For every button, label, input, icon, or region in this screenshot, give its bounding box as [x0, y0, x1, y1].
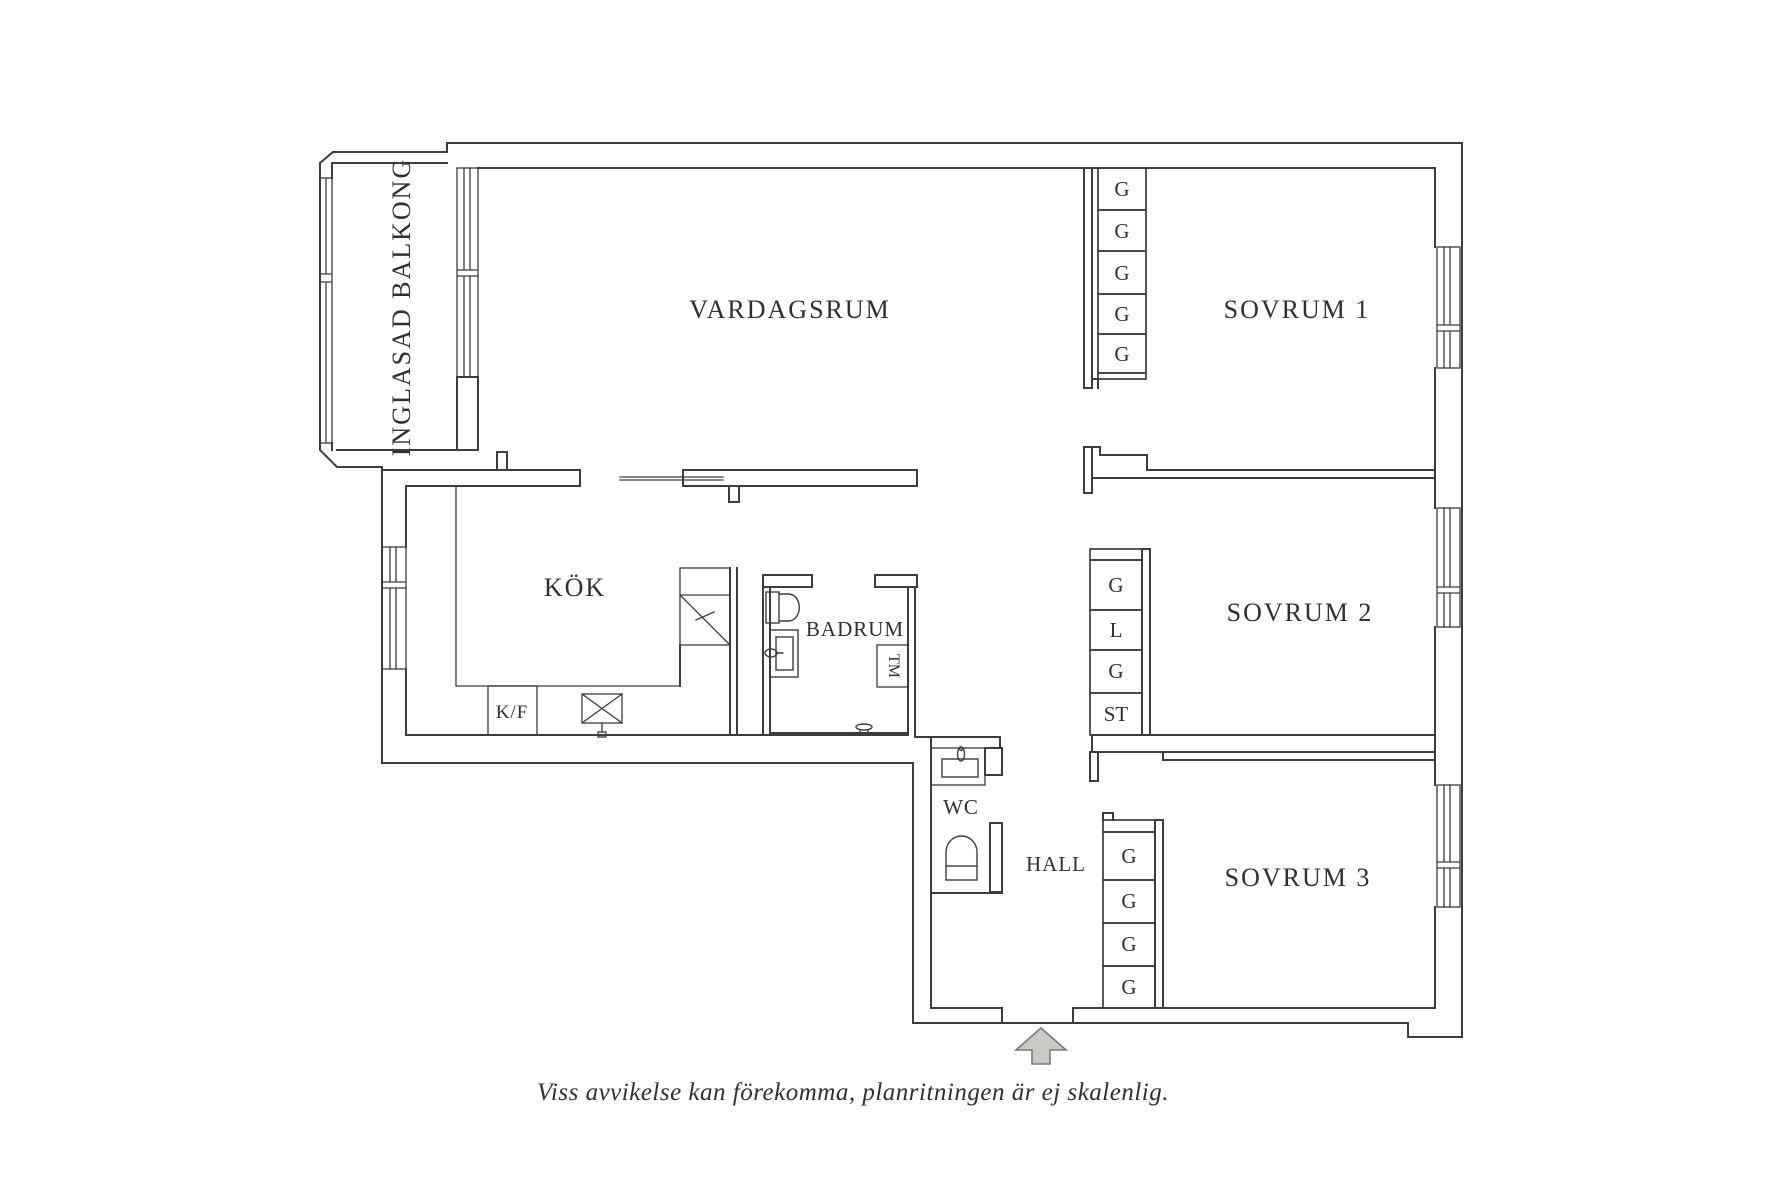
- room-wc: WC: [914, 736, 1003, 894]
- room-kitchen: K/F KÖK: [381, 485, 738, 738]
- wardrobe-label: G: [1121, 975, 1136, 999]
- room-label-hall: HALL: [1026, 852, 1086, 876]
- room-living-room: VARDAGSRUM: [381, 295, 918, 503]
- fridge-freezer-icon: K/F: [487, 685, 538, 736]
- balcony-door: [456, 376, 479, 451]
- window-balcony-livingroom: [456, 167, 479, 378]
- room-label-balcony: INGLASAD BALKONG: [387, 158, 416, 457]
- wardrobe-column-bedroom-2: G L G ST: [1089, 548, 1151, 736]
- wc-sink-icon: [941, 746, 979, 778]
- floor-drain-icon: [855, 723, 873, 734]
- wardrobe-label: L: [1110, 618, 1123, 642]
- room-bedroom-1: G G G G G SOVRUM 1: [1091, 167, 1461, 389]
- window-bedroom-2: [1436, 507, 1461, 628]
- window-kitchen: [381, 546, 407, 670]
- fridge-freezer-label: K/F: [496, 702, 529, 723]
- wardrobe-label: G: [1114, 219, 1129, 243]
- window-bedroom-3: [1436, 784, 1461, 908]
- exterior-walls: [319, 142, 1463, 1038]
- wardrobe-column-bedroom-1: G G G G G: [1091, 167, 1147, 389]
- room-bedroom-2: G L G ST SOVRUM 2: [1089, 507, 1461, 782]
- sink-icon: [764, 629, 799, 678]
- sliding-door: [619, 476, 724, 481]
- room-label-bedroom-3: SOVRUM 3: [1225, 863, 1372, 892]
- wardrobe-label: G: [1108, 573, 1123, 597]
- wardrobe-cell: [1102, 965, 1156, 1009]
- disclaimer-text: Viss avvikelse kan förekomma, planritnin…: [537, 1079, 1169, 1106]
- corridor-walls: [1083, 167, 1436, 494]
- wardrobe-label: G: [1108, 659, 1123, 683]
- room-bedroom-3: G G G G SOVRUM 3: [1102, 751, 1461, 1009]
- window-balcony-side: [319, 177, 333, 444]
- wc-toilet-icon: [945, 835, 978, 881]
- room-label-bedroom-2: SOVRUM 2: [1227, 598, 1374, 627]
- room-bathroom: TM BADRUM: [762, 574, 918, 738]
- entrance-arrow-icon: [1013, 1026, 1069, 1065]
- wardrobe-label: G: [1121, 932, 1136, 956]
- wardrobe-label: G: [1121, 889, 1136, 913]
- wardrobe-label: G: [1114, 342, 1129, 366]
- window-bedroom-1: [1436, 246, 1461, 369]
- wardrobe-label: G: [1121, 844, 1136, 868]
- stove-icon: [581, 693, 623, 738]
- room-hall: HALL: [1013, 852, 1086, 1065]
- room-label-bathroom: BADRUM: [806, 617, 904, 641]
- room-label-kitchen: KÖK: [544, 573, 606, 602]
- room-label-living-room: VARDAGSRUM: [689, 295, 891, 324]
- wardrobe-column-hall: G G G G: [1102, 812, 1156, 1009]
- toilet-icon: [765, 591, 800, 624]
- washing-machine-icon: TM: [876, 644, 909, 688]
- washing-machine-label: TM: [885, 654, 902, 678]
- room-label-bedroom-1: SOVRUM 1: [1224, 295, 1371, 324]
- wardrobe-label: ST: [1104, 702, 1129, 726]
- tall-cabinet-icon: [679, 567, 738, 736]
- wardrobe-label: G: [1114, 177, 1129, 201]
- room-label-wc: WC: [943, 795, 979, 819]
- wardrobe-label: G: [1114, 302, 1129, 326]
- wardrobe-label: G: [1114, 261, 1129, 285]
- room-balcony: INGLASAD BALKONG: [319, 158, 479, 457]
